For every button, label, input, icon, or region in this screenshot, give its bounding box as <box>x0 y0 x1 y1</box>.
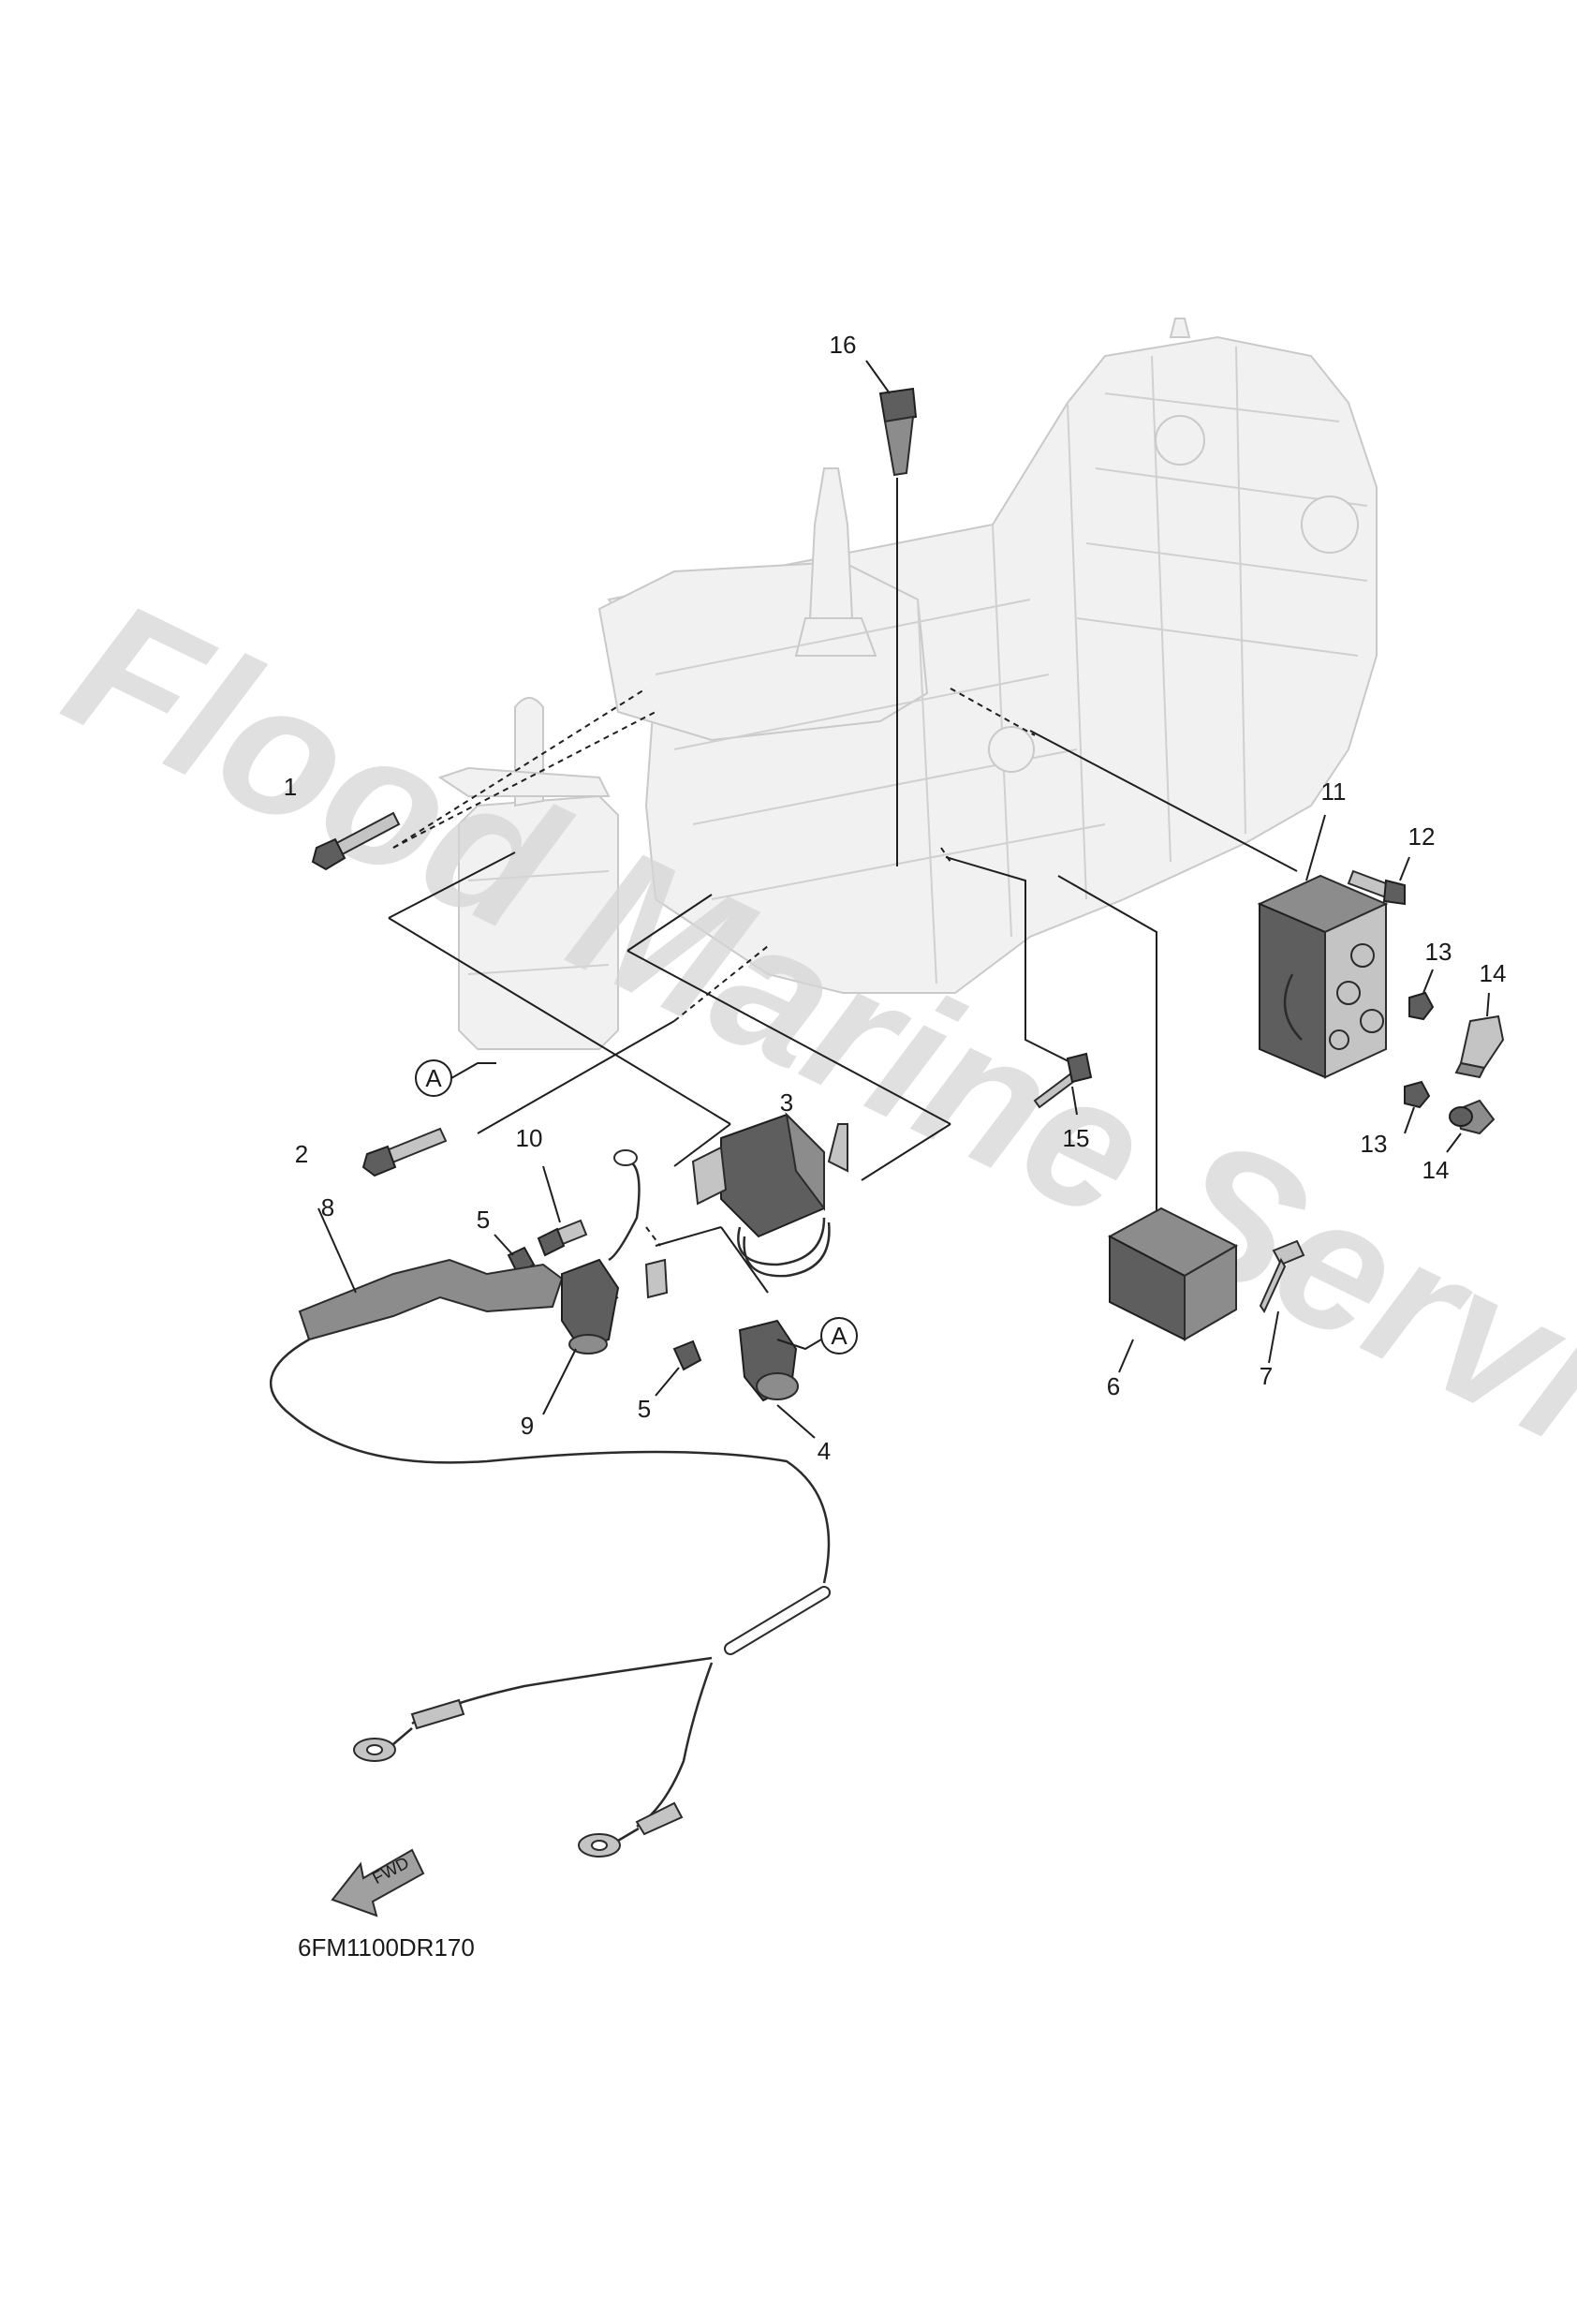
part-clip-16 <box>865 360 918 477</box>
callout-6: 6 <box>1107 1372 1120 1400</box>
callout-15: 15 <box>1063 1124 1090 1152</box>
callout-13b: 13 <box>1361 1130 1388 1158</box>
callout-14a: 14 <box>1480 959 1507 987</box>
part-box-11 <box>1257 814 1389 1079</box>
ref-marker-a-right-label: A <box>831 1322 847 1350</box>
part-nut-13b <box>1404 1080 1431 1134</box>
part-boot-4 <box>738 1319 816 1439</box>
callout-3: 3 <box>780 1088 793 1117</box>
callout-2: 2 <box>295 1140 308 1168</box>
callout-1: 1 <box>284 773 297 801</box>
ref-marker-a-left-label: A <box>425 1064 442 1092</box>
callout-13a: 13 <box>1425 938 1452 966</box>
part-screw-5b <box>655 1340 702 1397</box>
part-rectifier-3 <box>691 1112 848 1278</box>
part-nut-13a <box>1408 969 1435 1021</box>
callout-16: 16 <box>830 331 857 359</box>
ref-marker-a-right: A <box>776 1317 858 1354</box>
part-relay-6 <box>1107 1206 1239 1373</box>
engine-block-outline <box>597 318 1378 994</box>
callout-5b: 5 <box>638 1395 651 1423</box>
part-bolt-2 <box>361 1127 448 1177</box>
callout-14b: 14 <box>1422 1156 1450 1184</box>
part-cap-14a <box>1454 992 1505 1079</box>
callout-12: 12 <box>1408 822 1436 851</box>
part-tie-15 <box>1033 1052 1093 1116</box>
part-bolt-1 <box>311 811 401 871</box>
ignition-coil-ghost <box>437 697 619 1050</box>
callout-8: 8 <box>321 1193 334 1221</box>
callout-9: 9 <box>521 1412 534 1440</box>
part-harness-8 <box>269 1207 831 1858</box>
part-screw-7 <box>1259 1239 1305 1364</box>
leader-lines <box>388 478 1298 1313</box>
drawing-code: 6FM1100DR170 <box>298 1933 475 1961</box>
part-screw-10 <box>537 1149 641 1262</box>
part-bolt-12 <box>1347 856 1410 906</box>
callout-11: 11 <box>1321 777 1347 806</box>
callout-5a: 5 <box>477 1206 490 1234</box>
part-cap-9 <box>542 1258 620 1415</box>
callout-7: 7 <box>1260 1362 1273 1390</box>
ref-marker-a-left: A <box>415 1059 496 1097</box>
callout-10: 10 <box>516 1124 543 1152</box>
callout-labels: 1 2 3 4 5 5 6 7 8 9 10 11 12 13 13 14 14… <box>284 331 1507 1465</box>
small-connector <box>644 1258 669 1299</box>
fwd-arrow-icon: FWD <box>331 1848 425 1917</box>
part-cap-14b <box>1446 1099 1496 1153</box>
callout-4: 4 <box>818 1437 831 1465</box>
